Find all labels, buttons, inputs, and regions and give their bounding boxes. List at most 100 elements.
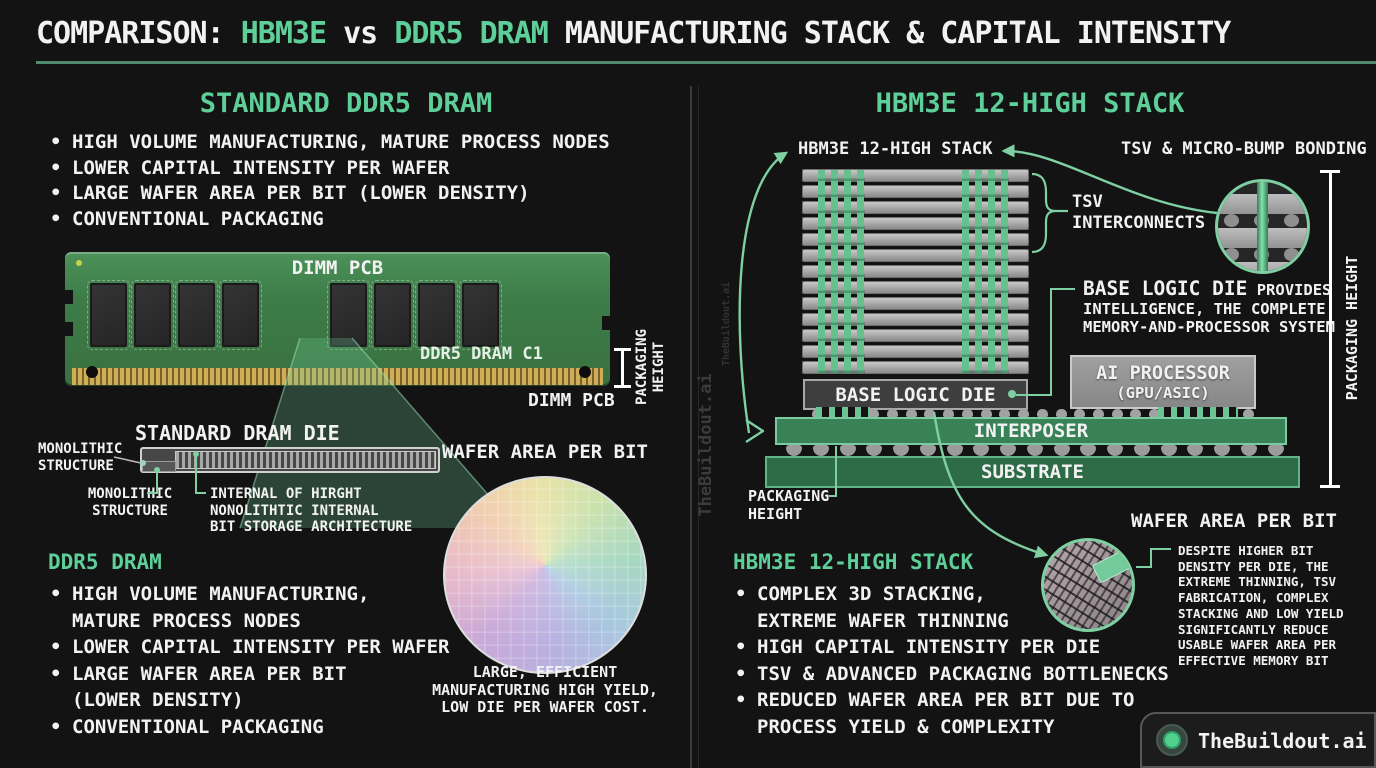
- left-wafer-title: WAFER AREA PER BIT: [442, 441, 648, 463]
- title-part3: MANUFACTURING STACK & CAPITAL INTENSITY: [547, 16, 1231, 51]
- solder-bump: [786, 445, 802, 456]
- dimm-pcb-top-label: DIMM PCB: [291, 257, 384, 279]
- packaging-height-label-left: PACKAGING HEIGHT: [748, 487, 830, 523]
- base-logic-note-lines: INTELLIGENCE, THE COMPLETE MEMORY-AND-PR…: [1083, 300, 1335, 336]
- micro-bump: [1284, 248, 1299, 261]
- tsv-column-group-left: [818, 170, 865, 373]
- solder-bump: [839, 445, 856, 456]
- bullet-item: HIGH VOLUME MANUFACTURING, MATURE PROCES…: [48, 130, 610, 156]
- solder-bump: [1160, 445, 1177, 456]
- micro-bump: [868, 409, 880, 417]
- tsv-interconnects-label: TSV INTERCONNECTS: [1072, 192, 1206, 233]
- dram-chip: [459, 280, 502, 350]
- solder-bump: [1241, 445, 1258, 456]
- micro-bump: [1074, 409, 1086, 417]
- stack-die-layer: [803, 202, 1028, 213]
- tsv-pillars-left: [816, 407, 870, 417]
- tsv-pillars-right: [1158, 407, 1238, 417]
- solder-bump: [919, 445, 936, 456]
- stack-die-layer: [803, 362, 1028, 373]
- right-wafer-note: DESPITE HIGHER BIT DENSITY PER DIE, THE …: [1178, 543, 1344, 668]
- highlighted-die: [1091, 546, 1132, 584]
- dram-die-cell-array: [175, 451, 436, 469]
- solder-bump: [1187, 445, 1204, 456]
- dimm-pcb-bottom-label: DIMM PCB: [528, 390, 615, 411]
- solder-bump: [1053, 445, 1070, 456]
- substrate-bar: SUBSTRATE: [765, 456, 1300, 488]
- stack-die-layer: [803, 314, 1028, 325]
- dram-chip: [175, 280, 218, 350]
- tsv-interconnects-brace: [1031, 172, 1068, 254]
- column-divider-shadow: [698, 86, 699, 768]
- solder-bump: [1214, 445, 1231, 456]
- base-logic-note-rest: PROVIDES: [1247, 281, 1332, 299]
- title-part1: COMPARISON:: [36, 16, 241, 51]
- iridescent-wafer-graphic: [443, 476, 647, 674]
- micro-bump-detail-circle: [1215, 179, 1310, 274]
- bullet-item: CONVENTIONAL PACKAGING: [48, 207, 610, 233]
- solder-bump: [893, 445, 910, 456]
- left-column-header: STANDARD DDR5 DRAM: [199, 88, 493, 119]
- dram-chip: [327, 280, 370, 350]
- dram-die-step: [142, 461, 176, 472]
- dimension-cap: [1320, 485, 1340, 488]
- micro-bump: [961, 409, 973, 417]
- stack-die-layer: [803, 250, 1028, 261]
- solder-bump: [866, 445, 883, 456]
- pcb-notch: [63, 322, 73, 336]
- pcb-mounting-hole: [579, 366, 591, 378]
- standard-dram-die-title: STANDARD DRAM DIE: [135, 421, 340, 445]
- dimm-packaging-height-label: PACKAGING HEIGHT: [634, 329, 667, 405]
- base-logic-die-box: BASE LOGIC DIE: [803, 379, 1028, 410]
- stack-die-layer: [803, 170, 1028, 181]
- bullet-item: LOWER CAPITAL INTENSITY PER WAFER: [48, 634, 450, 661]
- micro-bump: [905, 409, 917, 417]
- micro-bump: [1018, 409, 1030, 417]
- micro-bump: [1242, 409, 1254, 417]
- dram-chip: [87, 280, 130, 350]
- micro-bump: [924, 409, 936, 417]
- tsv-column-group-right: [962, 170, 1009, 373]
- micro-bump: [1036, 409, 1048, 417]
- base-logic-callout-dot: [1008, 390, 1016, 398]
- micro-bump: [943, 409, 955, 417]
- dimension-cap: [614, 348, 631, 351]
- solder-bump: [946, 445, 963, 456]
- base-logic-note: BASE LOGIC DIE PROVIDES INTELLIGENCE, TH…: [1083, 277, 1335, 336]
- solder-bump: [1026, 445, 1043, 456]
- ai-processor-box: AI PROCESSOR (GPU/ASIC): [1070, 355, 1256, 409]
- bullet-item: COMPLEX 3D STACKING, EXTREME WAFER THINN…: [733, 581, 1169, 634]
- dram-chip: [131, 280, 174, 350]
- left-wafer-caption: LARGE, EFFICIENT MANUFACTURING HIGH YIEL…: [432, 663, 658, 716]
- hbm3e-summary-header: HBM3E 12-HIGH STACK: [733, 550, 974, 574]
- solder-bump: [1000, 445, 1017, 456]
- right-column-header: HBM3E 12-HIGH STACK: [875, 88, 1185, 119]
- column-divider: [690, 86, 692, 768]
- brand-card: TheBuildout.ai: [1140, 712, 1376, 768]
- pcb-pin1-dot: [76, 260, 82, 266]
- ddr5-summary-header: DDR5 DRAM: [48, 550, 162, 574]
- internal-architecture-note: INTERNAL OF HIRGHT NONOLITHTIC INTERNAL …: [210, 486, 413, 535]
- brand-name: TheBuildout.ai: [1198, 729, 1367, 753]
- stack-die-layer: [803, 282, 1028, 293]
- stack-die-layer: [803, 266, 1028, 277]
- pcb-notch: [602, 316, 612, 330]
- micro-bump: [1284, 214, 1299, 227]
- page-title: COMPARISON: HBM3E vs DDR5 DRAM MANUFACTU…: [36, 16, 1231, 51]
- pcb-notch: [63, 290, 73, 304]
- bullet-item: LARGE WAFER AREA PER BIT (LOWER DENSITY): [48, 181, 610, 207]
- hbm-die-stack-graphic: [803, 170, 1028, 373]
- bullet-item: CONVENTIONAL PACKAGING: [48, 714, 450, 741]
- tsv-micro-bump-bonding-label: TSV & MICRO-BUMP BONDING: [1121, 139, 1367, 159]
- micro-bump: [886, 409, 898, 417]
- stack-die-layer: [803, 330, 1028, 341]
- micro-bump: [999, 409, 1011, 417]
- ai-processor-line2: (GPU/ASIC): [1116, 383, 1210, 402]
- base-logic-note-strong: BASE LOGIC DIE: [1083, 277, 1248, 300]
- interposer-bar: INTERPOSER: [775, 417, 1287, 445]
- micro-bump: [1130, 409, 1142, 417]
- ddr5-summary-bullet-list: HIGH VOLUME MANUFACTURING, MATURE PROCES…: [48, 581, 450, 740]
- pcb-mounting-hole: [86, 366, 98, 378]
- micro-bump: [1093, 409, 1105, 417]
